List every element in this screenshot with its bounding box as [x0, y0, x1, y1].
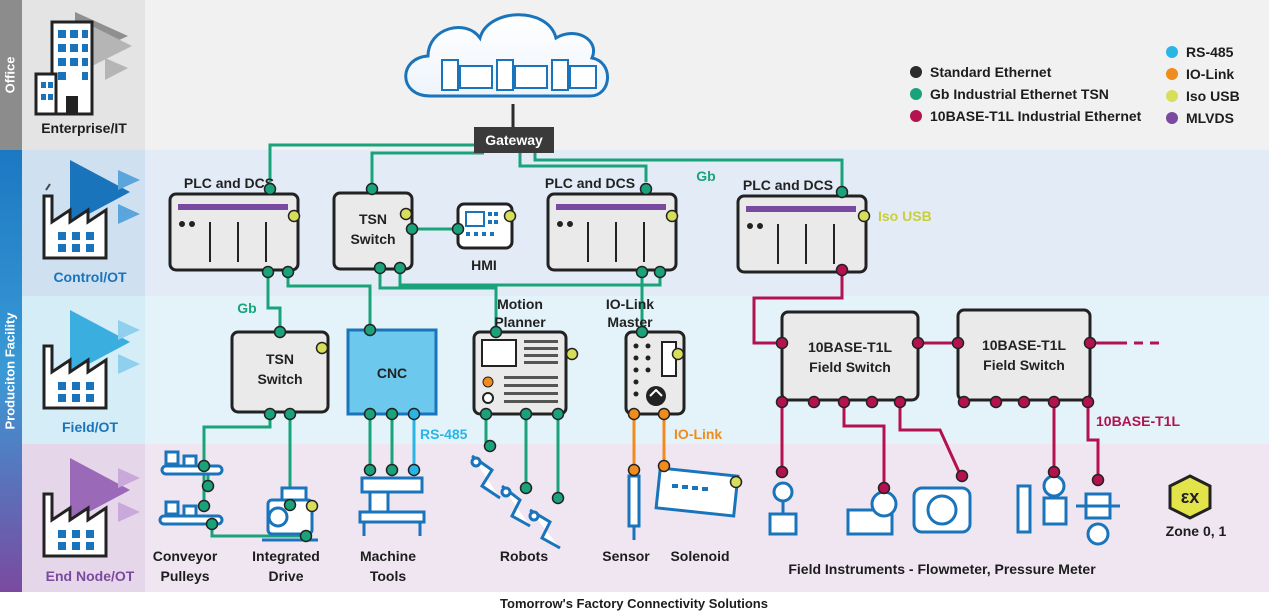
plc3-device: [736, 194, 868, 274]
cloud-servers: [404, 13, 609, 98]
conveyor-label-1: Conveyor: [153, 548, 218, 564]
cnc-label: CNC: [377, 365, 407, 381]
instruments-label: Field Instruments - Flowmeter, Pressure …: [788, 561, 1096, 577]
cnc-box: [346, 328, 438, 416]
sensor-label: Sensor: [602, 548, 650, 564]
tsn-switch-top-label-2: Switch: [350, 231, 395, 247]
tsn-switch-field-label-2: Switch: [257, 371, 302, 387]
gateway-label: Gateway: [485, 132, 543, 148]
legend-swatch-rs485: [1166, 46, 1178, 58]
pressure-meter-icon-3: [1016, 474, 1068, 534]
link-label-rs485: RS-485: [420, 426, 468, 442]
machine-label-2: Tools: [370, 568, 407, 584]
gateway-box: [474, 127, 554, 153]
motion-planner-device: [472, 330, 568, 416]
pressure-meter-icon-2: [912, 486, 972, 534]
band-office: [145, 0, 1269, 150]
iolink-dots: [627, 407, 671, 477]
iolink-master-label-1: IO-Link: [606, 296, 654, 312]
conveyor-label-2: Pulleys: [160, 568, 209, 584]
plc1-device: [168, 192, 300, 272]
factory-icon-control: [42, 160, 140, 260]
zone-label: Zone 0, 1: [1166, 523, 1227, 539]
plc1-label: PLC and DCS: [184, 175, 274, 191]
legend-label-iso-usb: Iso USB: [1186, 88, 1240, 104]
iolink-master-device: [624, 330, 686, 416]
tsn-switch-top-label-1: TSN: [359, 211, 387, 227]
motion-label-1: Motion: [497, 296, 543, 312]
field-switch-1: [780, 310, 920, 402]
legend-swatch-gb-tsn: [910, 88, 922, 100]
plc2-device: [546, 192, 678, 272]
gb-dots: [197, 182, 849, 543]
field-switch-1-label-1: 10BASE-T1L: [808, 339, 892, 355]
side-strip-production: [0, 150, 22, 592]
factory-icon-endnode: [42, 458, 140, 558]
caption: Tomorrow's Factory Connectivity Solution…: [500, 596, 768, 611]
robots-icon: [470, 454, 561, 550]
hmi-device: [456, 202, 514, 250]
t1l-links: [752, 270, 1118, 486]
legend-swatch-iso-usb: [1166, 90, 1178, 102]
tier-label-control: Control/OT: [53, 269, 127, 285]
robots-label: Robots: [500, 548, 548, 564]
legend: Standard Ethernet Gb Industrial Ethernet…: [910, 44, 1240, 126]
side-label-office: Office: [2, 57, 17, 94]
field-switch-2: [956, 308, 1092, 402]
t1l-dots: [775, 263, 1105, 495]
legend-label-iolink: IO-Link: [1186, 66, 1234, 82]
drive-label-2: Drive: [268, 568, 303, 584]
motion-label-2: Planner: [494, 314, 546, 330]
link-label-gb-top: Gb: [696, 168, 715, 184]
legend-label-gb-tsn: Gb Industrial Ethernet TSN: [930, 86, 1109, 102]
ex-zone-icon: εx: [1168, 474, 1212, 520]
link-label-iolink: IO-Link: [674, 426, 722, 442]
legend-label-standard-ethernet: Standard Ethernet: [930, 64, 1052, 80]
side-strip-office: [0, 0, 22, 150]
band-endnode: [145, 444, 1269, 592]
link-label-iso-usb: Iso USB: [878, 208, 932, 224]
drive-label-1: Integrated: [252, 548, 320, 564]
tsn-switch-field-label-1: TSN: [266, 351, 294, 367]
iolink-links: [632, 414, 666, 470]
legend-swatch-mlvds: [1166, 112, 1178, 124]
solenoid-label: Solenoid: [670, 548, 729, 564]
legend-swatch-t1l: [910, 110, 922, 122]
machine-tools-icon: [358, 476, 426, 536]
field-switch-2-label-2: Field Switch: [983, 357, 1065, 373]
side-label-production: Produciton Facility: [2, 312, 17, 430]
valve-icon: [1076, 492, 1120, 546]
tier-label-field: Field/OT: [62, 419, 118, 435]
link-label-t1l: 10BASE-T1L: [1096, 413, 1180, 429]
field-switch-1-label-2: Field Switch: [809, 359, 891, 375]
field-switch-2-label-1: 10BASE-T1L: [982, 337, 1066, 353]
legend-swatch-standard-ethernet: [910, 66, 922, 78]
enterprise-building-icon: [34, 12, 132, 116]
tier-label-enterprise: Enterprise/IT: [41, 120, 127, 136]
tier-label-endnode: End Node/OT: [46, 568, 135, 584]
factory-icon-field: [42, 310, 140, 410]
legend-swatch-iolink: [1166, 68, 1178, 80]
band-control: [145, 150, 1269, 296]
link-label-gb-field: Gb: [237, 300, 256, 316]
ex-symbol: εx: [1181, 487, 1200, 507]
flowmeter-icon: [768, 481, 798, 536]
plc3-label: PLC and DCS: [743, 177, 833, 193]
legend-label-mlvds: MLVDS: [1186, 110, 1234, 126]
rs485-dots: [407, 407, 421, 477]
hmi-label: HMI: [471, 257, 497, 273]
legend-label-rs485: RS-485: [1186, 44, 1234, 60]
legend-label-t1l: 10BASE-T1L Industrial Ethernet: [930, 108, 1142, 124]
machine-label-1: Machine: [360, 548, 416, 564]
plc2-label: PLC and DCS: [545, 175, 635, 191]
solenoid-icon: [654, 466, 740, 518]
iso-usb-dots: [287, 207, 871, 513]
